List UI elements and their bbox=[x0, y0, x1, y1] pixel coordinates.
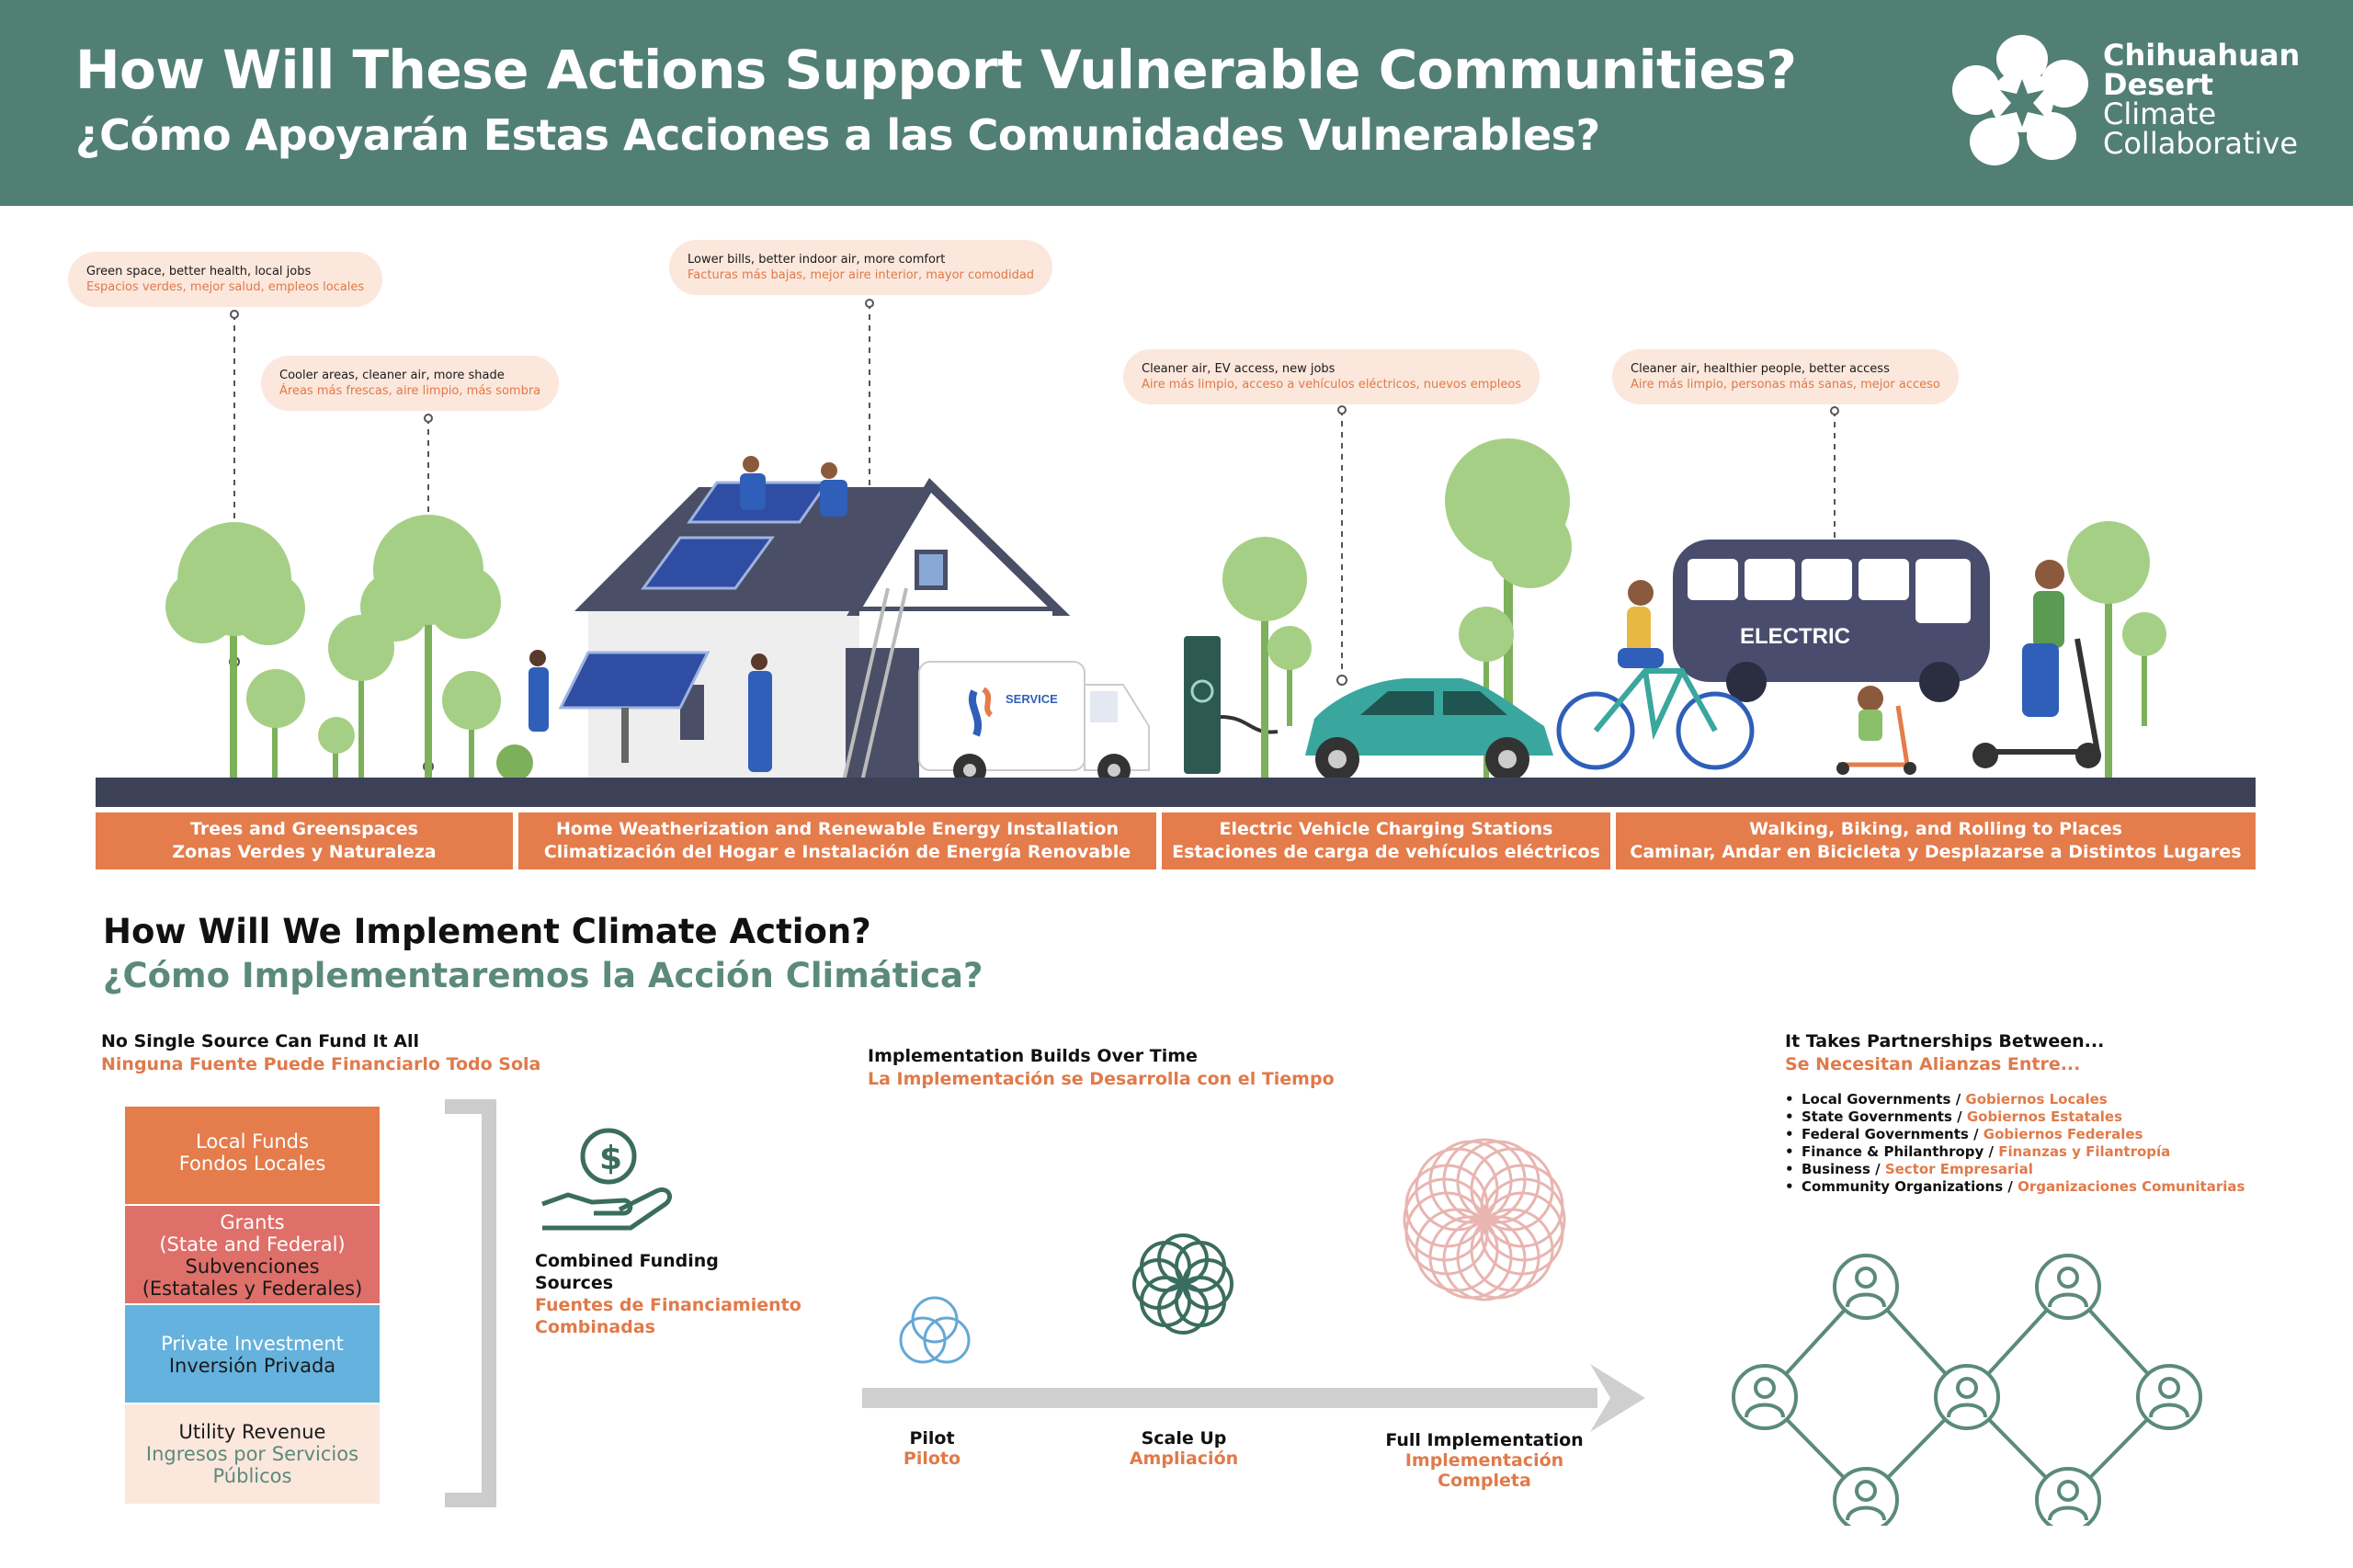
logo-line-2: Desert bbox=[2103, 67, 2214, 102]
combined-funding-label: Combined Funding Sources bbox=[535, 1251, 719, 1293]
logo-line-4: Collaborative bbox=[2103, 126, 2299, 161]
service-van-illustration: SERVICE bbox=[918, 661, 1150, 787]
house-illustration bbox=[529, 456, 1071, 782]
tree-icon bbox=[165, 522, 305, 781]
partners-list: Local Governments / Gobiernos Locales St… bbox=[1785, 1091, 2245, 1196]
logo-wordmark: Chihuahuan Desert Climate Collaborative bbox=[2103, 40, 2300, 158]
full-implementation-flower-icon bbox=[1403, 1138, 1566, 1301]
list-item: State Governments / Gobiernos Estatales bbox=[1785, 1108, 2245, 1126]
pilot-circles-icon bbox=[899, 1296, 971, 1364]
bracket-divider bbox=[445, 1099, 496, 1507]
bus-label: ELECTRIC bbox=[1740, 624, 1850, 649]
category-band-walking: Walking, Biking, and Rolling to Places C… bbox=[1616, 812, 2256, 869]
partners-heading-es: Se Necesitan Alianzas Entre... bbox=[1785, 1054, 2081, 1074]
benefit-bubble-transit: Cleaner air, healthier people, better ac… bbox=[1612, 349, 1959, 404]
list-item: Federal Governments / Gobiernos Federale… bbox=[1785, 1126, 2245, 1143]
stage-pilot: Pilot Piloto bbox=[903, 1428, 961, 1469]
electric-car-illustration bbox=[1305, 678, 1553, 781]
combined-funding-label-es: Fuentes de Financiamiento Combinadas bbox=[535, 1295, 801, 1337]
logo-line-1: Chihuahuan bbox=[2103, 38, 2301, 73]
scale-up-flower-icon bbox=[1132, 1233, 1233, 1335]
adult-scooter-illustration bbox=[1972, 560, 2101, 768]
benefit-bubble-cooler: Cooler areas, cleaner air, more shade Ár… bbox=[261, 356, 560, 411]
benefit-bubble-greenspace: Green space, better health, local jobs E… bbox=[68, 252, 383, 307]
funding-heading-es: Ninguna Fuente Puede Financiarlo Todo So… bbox=[101, 1054, 541, 1074]
benefit-bubble-home: Lower bills, better indoor air, more com… bbox=[669, 240, 1053, 295]
logo-line-3: Climate bbox=[2103, 97, 2217, 131]
timeline-heading-es: La Implementación se Desarrolla con el T… bbox=[868, 1069, 1335, 1089]
stage-scale-up: Scale Up Ampliación bbox=[1129, 1428, 1239, 1469]
person-node-icon bbox=[1833, 1254, 1899, 1320]
timeline-heading: Implementation Builds Over Time bbox=[868, 1046, 1198, 1066]
partnership-network-diagram bbox=[1732, 1254, 2202, 1526]
benefit-bubble-ev: Cleaner air, EV access, new jobs Aire má… bbox=[1123, 349, 1540, 404]
road bbox=[96, 778, 2256, 807]
page-title: How Will These Actions Support Vulnerabl… bbox=[75, 39, 1797, 101]
funding-source-utility: Utility Revenue Ingresos por Servicios P… bbox=[125, 1404, 380, 1504]
category-band-ev: Electric Vehicle Charging Stations Estac… bbox=[1162, 812, 1610, 869]
cyclist-illustration bbox=[1556, 580, 1755, 770]
community-scene-illustration: SERVICE bbox=[96, 299, 2256, 807]
list-item: Finance & Philanthropy / Finanzas y Fila… bbox=[1785, 1143, 2245, 1161]
flower-logo-icon bbox=[1952, 35, 2088, 165]
list-item: Community Organizations / Organizaciones… bbox=[1785, 1178, 2245, 1196]
category-band-trees: Trees and Greenspaces Zonas Verdes y Nat… bbox=[96, 812, 513, 869]
list-item: Business / Sector Empresarial bbox=[1785, 1161, 2245, 1178]
hand-money-icon: $ bbox=[541, 1128, 672, 1231]
list-item: Local Governments / Gobiernos Locales bbox=[1785, 1091, 2245, 1108]
partners-heading: It Takes Partnerships Between... bbox=[1785, 1031, 2105, 1051]
child-scooter-illustration bbox=[1836, 686, 1916, 775]
section-subtitle: ¿Cómo Implementaremos la Acción Climátic… bbox=[103, 956, 983, 995]
electric-bus-illustration: ELECTRIC bbox=[1673, 540, 1990, 702]
svg-text:$: $ bbox=[599, 1140, 622, 1177]
stage-full-implementation: Full Implementation Implementación Compl… bbox=[1385, 1430, 1584, 1491]
van-label: SERVICE bbox=[1006, 692, 1058, 706]
funding-heading: No Single Source Can Fund It All bbox=[101, 1031, 420, 1051]
timeline-diagram bbox=[862, 1364, 1645, 1432]
funding-source-local: Local Funds Fondos Locales bbox=[125, 1107, 380, 1204]
page-subtitle: ¿Cómo Apoyarán Estas Acciones a las Comu… bbox=[75, 110, 1600, 160]
funding-source-grants: Grants (State and Federal) Subvenciones … bbox=[125, 1206, 380, 1303]
ev-charger-illustration bbox=[1184, 636, 1279, 774]
section-title: How Will We Implement Climate Action? bbox=[103, 912, 871, 951]
funding-source-private: Private Investment Inversión Privada bbox=[125, 1305, 380, 1403]
category-band-home: Home Weatherization and Renewable Energy… bbox=[518, 812, 1156, 869]
